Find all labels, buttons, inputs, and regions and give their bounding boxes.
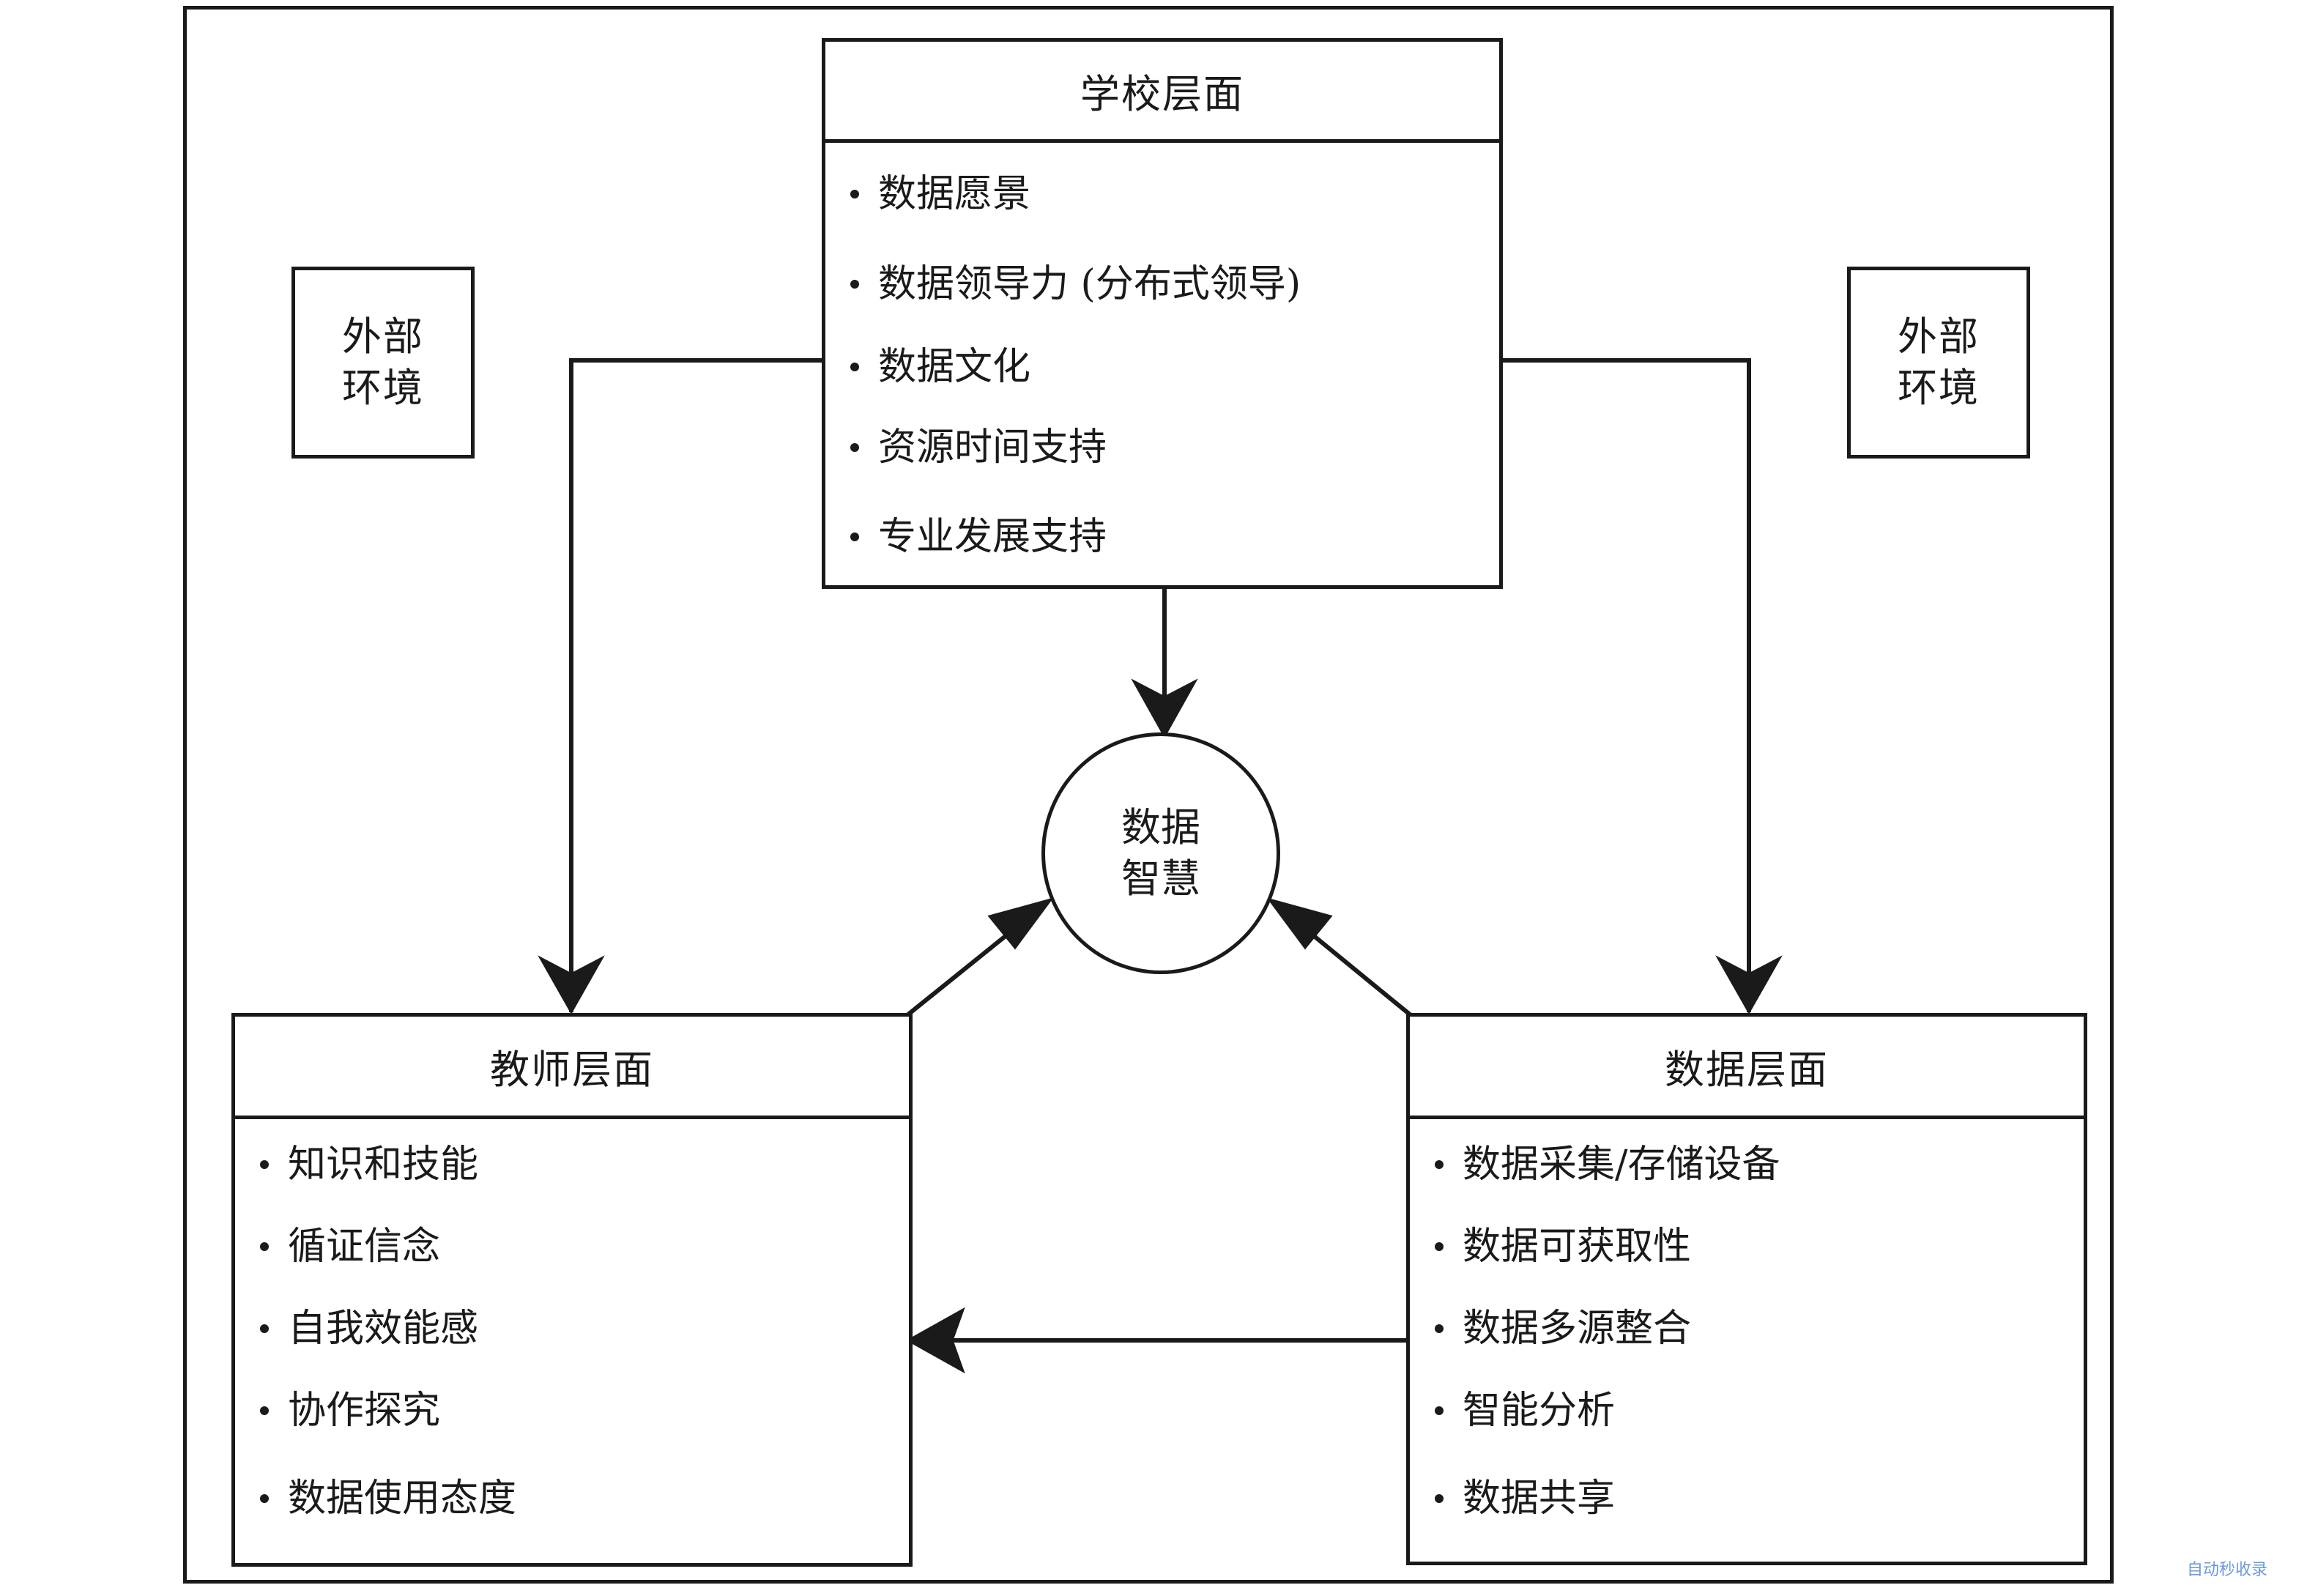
external-left-line1: 外部 [342, 313, 424, 360]
watermark: 自动秒收录 [2187, 1561, 2268, 1579]
data-wisdom-circle: 数据 智慧 [1041, 732, 1280, 974]
bullet-icon [1435, 1159, 1444, 1169]
list-item: 自我效能感 [260, 1310, 478, 1348]
list-item: 资源时间支持 [850, 428, 1107, 467]
bullet-icon [260, 1241, 269, 1251]
bullet-icon [850, 189, 859, 198]
teacher-level-box: 教师层面 知识和技能 循证信念 自我效能感 协作探究 数据使用态度 [231, 1013, 913, 1567]
circle-label-line2: 智慧 [1121, 855, 1200, 902]
bullet-icon [850, 532, 859, 541]
list-item: 数据使用态度 [260, 1480, 516, 1518]
bullet-icon [1435, 1493, 1444, 1503]
bullet-icon [850, 279, 859, 289]
arrow-school-to-teacher [569, 358, 823, 1012]
school-level-box: 学校层面 数据愿景 数据领导力 (分布式领导) 数据文化 资源时间支持 专业发展… [822, 38, 1503, 589]
bullet-icon [260, 1406, 269, 1415]
list-item: 数据愿景 [850, 175, 1030, 213]
arrow-school-to-data [1501, 358, 1751, 1012]
list-item: 数据采集/存储设备 [1435, 1146, 1780, 1184]
list-item: 数据文化 [850, 348, 1030, 386]
outer-environment-frame [183, 6, 2114, 1584]
teacher-level-title: 教师层面 [235, 1017, 909, 1119]
circle-label-line1: 数据 [1121, 803, 1200, 850]
bullet-icon [260, 1493, 269, 1503]
bullet-icon [260, 1324, 269, 1333]
list-item: 知识和技能 [260, 1146, 478, 1184]
external-right-line1: 外部 [1898, 313, 1980, 360]
data-level-box: 数据层面 数据采集/存储设备 数据可获取性 数据多源整合 智能分析 数据共享 [1406, 1013, 2087, 1565]
bullet-icon [1435, 1241, 1444, 1251]
data-level-title: 数据层面 [1410, 1017, 2084, 1119]
list-item: 数据多源整合 [1435, 1310, 1691, 1348]
list-item: 数据共享 [1435, 1480, 1615, 1518]
external-right-line2: 环境 [1898, 365, 1980, 411]
bullet-icon [1435, 1406, 1444, 1415]
external-environment-right: 外部 环境 [1847, 267, 2030, 459]
list-item: 专业发展支持 [850, 518, 1107, 556]
list-item: 数据领导力 (分布式领导) [850, 265, 1301, 303]
list-item: 智能分析 [1435, 1392, 1615, 1430]
bullet-icon [260, 1159, 269, 1169]
list-item: 循证信念 [260, 1228, 440, 1266]
bullet-icon [1435, 1324, 1444, 1333]
bullet-icon [850, 362, 859, 371]
school-level-title: 学校层面 [825, 42, 1499, 143]
bullet-icon [850, 442, 859, 452]
list-item: 协作探究 [260, 1392, 440, 1430]
external-environment-left: 外部 环境 [291, 267, 475, 459]
external-left-line2: 环境 [342, 365, 424, 411]
list-item: 数据可获取性 [1435, 1228, 1691, 1266]
